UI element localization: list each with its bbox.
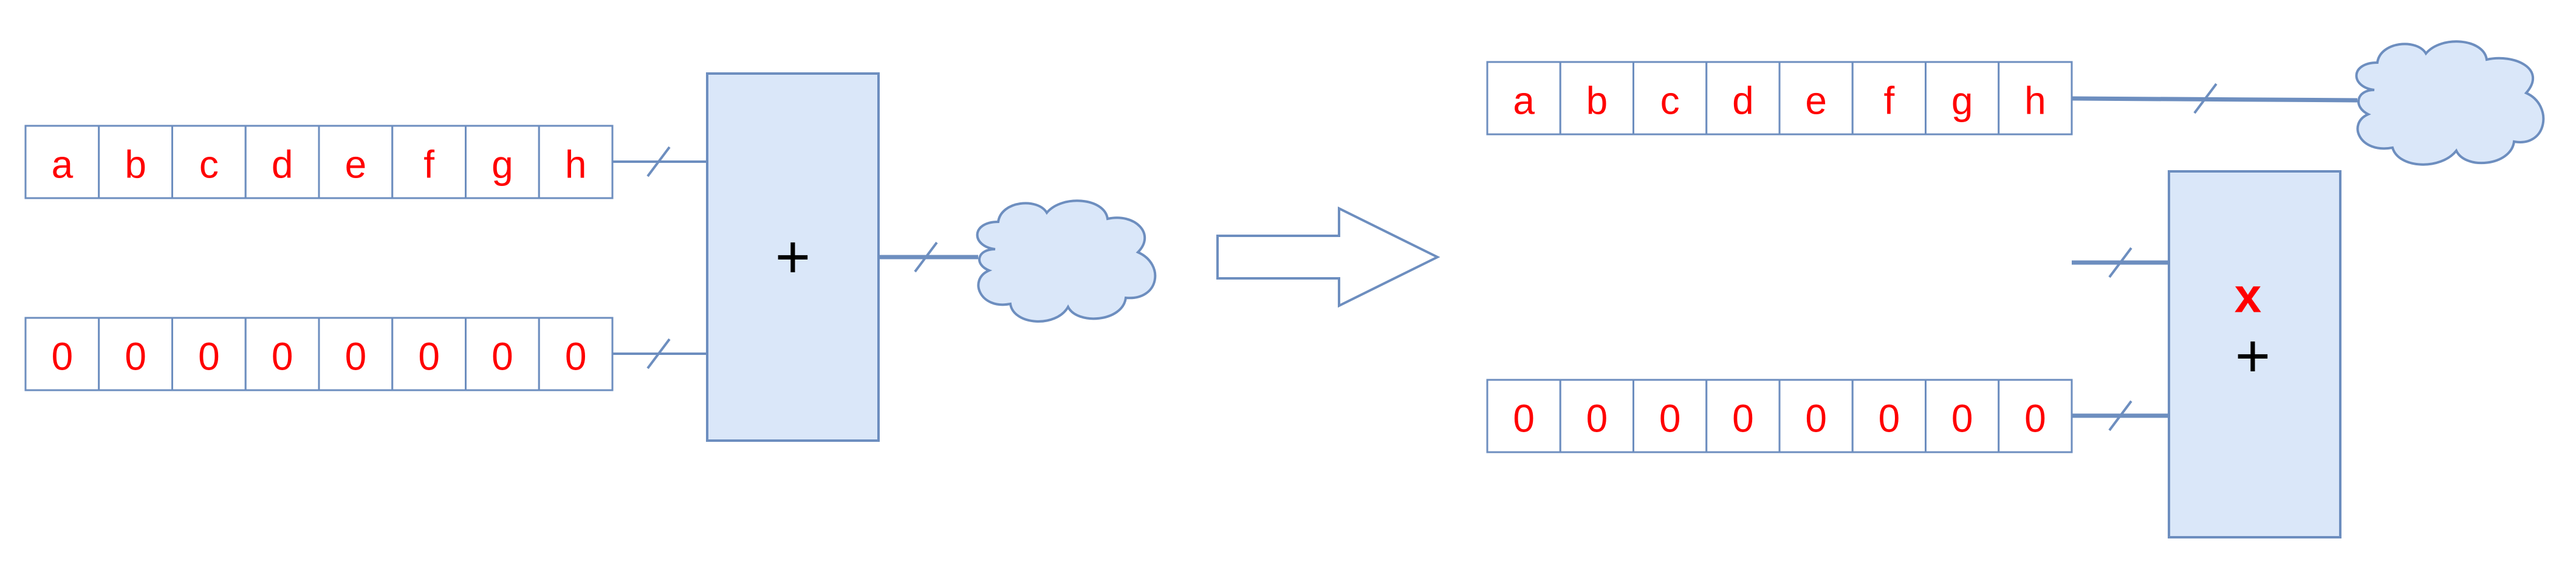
register-cell-value: 0 — [1732, 397, 1754, 441]
right-mac-block: x + — [2168, 170, 2341, 538]
register-cell-value: 0 — [1879, 397, 1900, 441]
register-cell-value: f — [1883, 79, 1894, 123]
register-cell-value: b — [1586, 79, 1608, 123]
register-cell-value: f — [423, 143, 434, 187]
right-register-bottom: 0 0 0 0 0 0 0 0 — [1486, 379, 2073, 453]
register-cell: 0 — [1925, 379, 2000, 453]
register-cell-value: e — [345, 143, 367, 187]
register-cell-value: 0 — [1586, 397, 1608, 441]
right-cloud — [2355, 40, 2545, 166]
register-cell: 0 — [24, 317, 100, 391]
register-cell: 0 — [391, 317, 467, 391]
register-cell-value: 0 — [125, 335, 146, 379]
register-cell: c — [1632, 61, 1708, 136]
left-cloud — [976, 199, 1157, 323]
register-cell-value: a — [52, 143, 74, 187]
right-register-top: a b c d e f g h — [1486, 61, 2073, 136]
register-cell-value: 0 — [345, 335, 367, 379]
register-cell: 0 — [1559, 379, 1634, 453]
left-input-wire-bottom — [612, 338, 707, 370]
register-cell-value: 0 — [2024, 397, 2046, 441]
register-cell: 0 — [1632, 379, 1708, 453]
left-register-top: a b c d e f g h — [24, 125, 614, 199]
register-cell-value: 0 — [272, 335, 293, 379]
register-cell: b — [98, 125, 173, 199]
register-cell-value: 0 — [52, 335, 74, 379]
register-cell: 0 — [1778, 379, 1854, 453]
register-cell-value: 0 — [565, 335, 587, 379]
register-cell: g — [465, 125, 540, 199]
register-cell: g — [1925, 61, 2000, 136]
register-cell: a — [1486, 61, 1561, 136]
register-cell: a — [24, 125, 100, 199]
register-cell: d — [1705, 61, 1781, 136]
register-cell: c — [171, 125, 247, 199]
register-cell-value: h — [565, 143, 587, 187]
right-input-wire-bottom — [2072, 400, 2169, 432]
register-cell: 0 — [538, 317, 614, 391]
register-cell-value: 0 — [1951, 397, 1973, 441]
register-cell-value: c — [1660, 79, 1680, 123]
register-cell-value: h — [2024, 79, 2046, 123]
register-cell: 0 — [244, 317, 320, 391]
right-top-output-wire — [2071, 83, 2358, 114]
right-operator-multiply: x — [2235, 269, 2262, 323]
register-cell-value: 0 — [492, 335, 513, 379]
register-cell-value: a — [1513, 79, 1535, 123]
register-cell: 0 — [318, 317, 394, 391]
register-cell-value: 0 — [198, 335, 220, 379]
register-cell: 0 — [171, 317, 247, 391]
register-cell-value: 0 — [1805, 397, 1827, 441]
register-cell: e — [1778, 61, 1854, 136]
register-cell: h — [538, 125, 614, 199]
register-cell: f — [1851, 61, 1927, 136]
register-cell-value: 0 — [1513, 397, 1535, 441]
left-operator: + — [775, 223, 810, 291]
register-cell-value: d — [272, 143, 293, 187]
register-cell: 0 — [465, 317, 540, 391]
register-cell-value: e — [1805, 79, 1827, 123]
transform-arrow — [1216, 206, 1440, 308]
register-cell-value: d — [1732, 79, 1754, 123]
register-cell-value: b — [125, 143, 146, 187]
register-cell-value: g — [1951, 79, 1973, 123]
left-output-wire — [879, 241, 978, 273]
register-cell-value: 0 — [1659, 397, 1681, 441]
register-cell: 0 — [1998, 379, 2073, 453]
register-cell-value: 0 — [418, 335, 440, 379]
right-input-wire-top — [2072, 247, 2169, 278]
register-cell: h — [1998, 61, 2073, 136]
register-cell: 0 — [1705, 379, 1781, 453]
register-cell: 0 — [98, 317, 173, 391]
register-cell: b — [1559, 61, 1634, 136]
right-operator-add: + — [2235, 322, 2270, 390]
left-input-wire-top — [612, 146, 707, 177]
register-cell: e — [318, 125, 394, 199]
left-register-bottom: 0 0 0 0 0 0 0 0 — [24, 317, 614, 391]
register-cell: f — [391, 125, 467, 199]
register-cell: d — [244, 125, 320, 199]
left-adder-block: + — [706, 72, 880, 442]
register-cell: 0 — [1486, 379, 1561, 453]
register-cell-value: g — [492, 143, 513, 187]
register-cell: 0 — [1851, 379, 1927, 453]
register-cell-value: c — [199, 143, 219, 187]
